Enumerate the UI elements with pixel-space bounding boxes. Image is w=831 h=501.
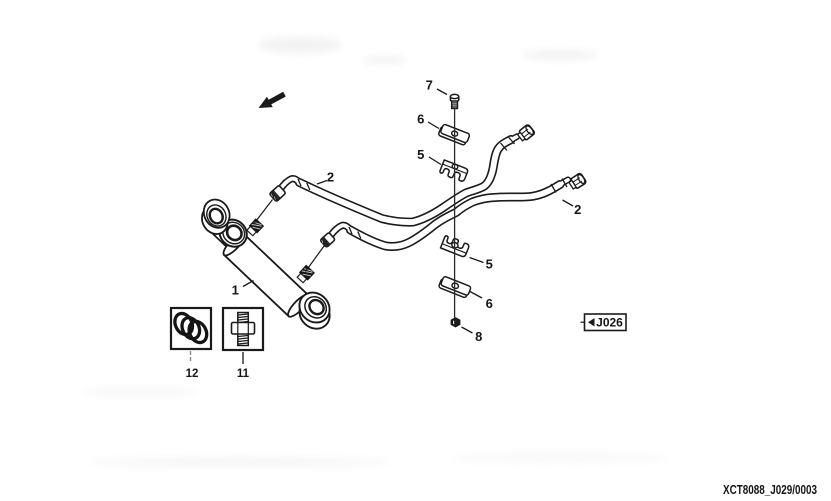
- svg-text:11: 11: [237, 368, 250, 380]
- svg-text:6: 6: [486, 296, 493, 311]
- svg-text:2: 2: [574, 202, 581, 217]
- svg-text:2: 2: [327, 169, 334, 184]
- svg-text:7: 7: [426, 78, 433, 93]
- svg-text:6: 6: [417, 112, 424, 127]
- svg-text:8: 8: [475, 329, 482, 344]
- svg-text:J026: J026: [596, 316, 623, 330]
- svg-text:12: 12: [186, 368, 199, 380]
- svg-text:5: 5: [486, 257, 493, 272]
- svg-text:XCT8088_J029/0003: XCT8088_J029/0003: [723, 483, 817, 497]
- svg-text:1: 1: [232, 282, 239, 297]
- svg-text:5: 5: [417, 147, 424, 162]
